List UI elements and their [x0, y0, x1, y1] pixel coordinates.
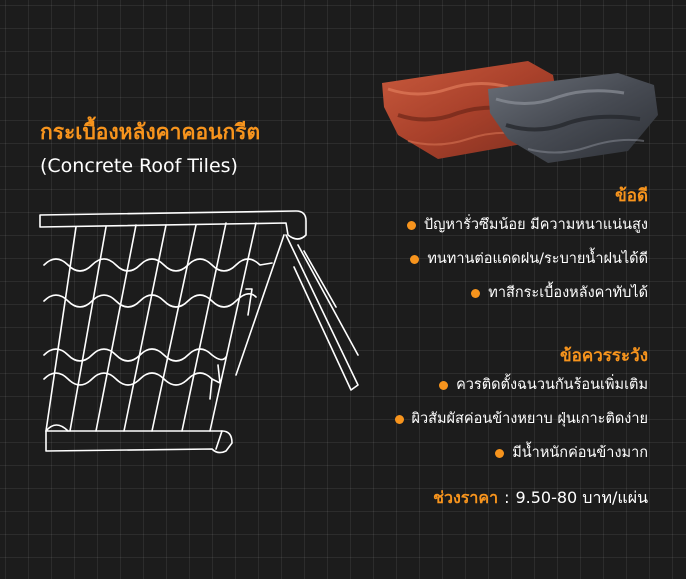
- cons-item-label: ควรติดตั้งฉนวนกันร้อนเพิ่มเติม: [456, 377, 648, 393]
- cons-item-label: ผิวสัมผัสค่อนข้างหยาบ ฝุ่นเกาะติดง่าย: [411, 411, 648, 427]
- price-range: ช่วงราคา:9.50-80 บาท/แผ่น: [433, 486, 648, 511]
- price-separator: :: [504, 488, 510, 507]
- list-item: ควรติดตั้งฉนวนกันร้อนเพิ่มเติม: [395, 374, 648, 408]
- bullet-icon: [410, 255, 420, 264]
- page-title: กระเบื้องหลังคาคอนกรีต: [40, 120, 261, 144]
- list-item: ทนทานต่อแดดฝน/ระบายน้ำฝนได้ดี: [407, 248, 648, 282]
- bullet-icon: [471, 289, 481, 298]
- cons-heading: ข้อควรระวัง: [560, 346, 648, 366]
- pros-heading: ข้อดี: [615, 186, 648, 206]
- cons-item-label: มีน้ำหนักค่อนข้างมาก: [512, 445, 648, 461]
- cons-list: ควรติดตั้งฉนวนกันร้อนเพิ่มเติม ผิวสัมผัส…: [394, 374, 648, 476]
- pros-item-label: ปัญหารั่วซึมน้อย มีความหนาแน่นสูง: [423, 217, 648, 233]
- pros-list: ปัญหารั่วซึมน้อย มีความหนาแน่นสูง ทนทานต…: [406, 214, 648, 316]
- bullet-icon: [439, 381, 449, 390]
- pros-item-label: ทาสีกระเบื้องหลังคาทับได้: [488, 285, 648, 301]
- price-value: 9.50-80 บาท/แผ่น: [515, 488, 648, 507]
- bullet-icon: [394, 415, 404, 424]
- list-item: ปัญหารั่วซึมน้อย มีความหนาแน่นสูง: [406, 214, 648, 248]
- roof-tiles-photo: [382, 61, 658, 163]
- roof-illustration: [39, 210, 359, 454]
- bullet-icon: [406, 221, 416, 230]
- list-item: ทาสีกระเบื้องหลังคาทับได้: [407, 282, 648, 316]
- bullet-icon: [495, 449, 505, 458]
- pros-item-label: ทนทานต่อแดดฝน/ระบายน้ำฝนได้ดี: [427, 251, 648, 267]
- price-label: ช่วงราคา: [433, 488, 499, 507]
- list-item: มีน้ำหนักค่อนข้างมาก: [395, 442, 648, 476]
- list-item: ผิวสัมผัสค่อนข้างหยาบ ฝุ่นเกาะติดง่าย: [394, 408, 648, 442]
- page-subtitle: (Concrete Roof Tiles): [40, 155, 238, 177]
